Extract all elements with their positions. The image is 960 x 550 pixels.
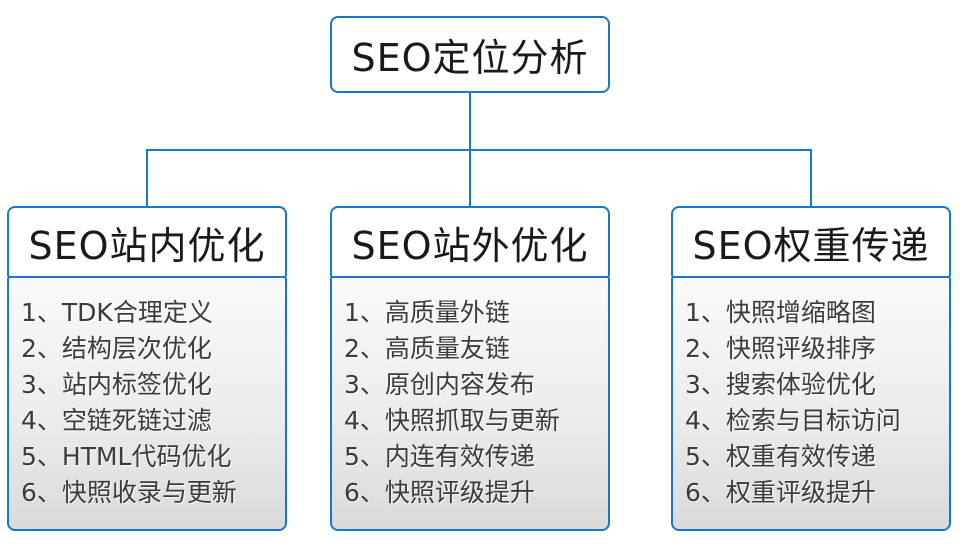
list-item: 3、站内标签优化: [21, 370, 212, 399]
branch-offsite-optimization: SEO站外优化 1、高质量外链 2、高质量友链 3、原创内容发布 4、快照抓取与…: [330, 206, 610, 531]
branch-weight-header: SEO权重传递: [671, 206, 951, 278]
branch-weight-header-label: SEO权重传递: [692, 223, 930, 268]
connector-root-stem: [469, 93, 471, 150]
list-item: 2、结构层次优化: [21, 334, 212, 363]
list-item: 4、空链死链过滤: [21, 406, 212, 435]
branch-onsite-optimization: SEO站内优化 1、TDK合理定义 2、结构层次优化 3、站内标签优化 4、空链…: [7, 206, 287, 531]
branch-weight-list: 1、快照增缩略图 2、快照评级排序 3、搜索体验优化 4、检索与目标访问 5、权…: [671, 276, 951, 531]
branch-onsite-header-label: SEO站内优化: [28, 223, 266, 268]
list-item: 5、内连有效传递: [344, 442, 535, 471]
connector-right-drop: [810, 151, 812, 207]
branch-weight-transfer: SEO权重传递 1、快照增缩略图 2、快照评级排序 3、搜索体验优化 4、检索与…: [671, 206, 951, 531]
list-item: 1、TDK合理定义: [21, 298, 213, 327]
branch-onsite-list: 1、TDK合理定义 2、结构层次优化 3、站内标签优化 4、空链死链过滤 5、H…: [7, 276, 287, 531]
branch-offsite-header-label: SEO站外优化: [351, 223, 589, 268]
connector-middle-drop: [469, 151, 471, 207]
list-item: 6、权重评级提升: [685, 478, 876, 507]
list-item: 2、高质量友链: [344, 334, 510, 363]
list-item: 6、快照收录与更新: [21, 478, 237, 507]
list-item: 3、原创内容发布: [344, 370, 535, 399]
list-item: 1、高质量外链: [344, 298, 510, 327]
connector-left-drop: [146, 151, 148, 207]
list-item: 4、快照抓取与更新: [344, 406, 560, 435]
list-item: 2、快照评级排序: [685, 334, 876, 363]
list-item: 1、快照增缩略图: [685, 298, 876, 327]
branch-offsite-list: 1、高质量外链 2、高质量友链 3、原创内容发布 4、快照抓取与更新 5、内连有…: [330, 276, 610, 531]
list-item: 3、搜索体验优化: [685, 370, 876, 399]
connector-horizontal-rail: [146, 149, 812, 151]
root-node: SEO定位分析: [330, 16, 610, 93]
branch-offsite-header: SEO站外优化: [330, 206, 610, 278]
list-item: 6、快照评级提升: [344, 478, 535, 507]
root-node-label: SEO定位分析: [351, 36, 589, 80]
list-item: 5、HTML代码优化: [21, 442, 232, 471]
list-item: 5、权重有效传递: [685, 442, 876, 471]
list-item: 4、检索与目标访问: [685, 406, 901, 435]
branch-onsite-header: SEO站内优化: [7, 206, 287, 278]
